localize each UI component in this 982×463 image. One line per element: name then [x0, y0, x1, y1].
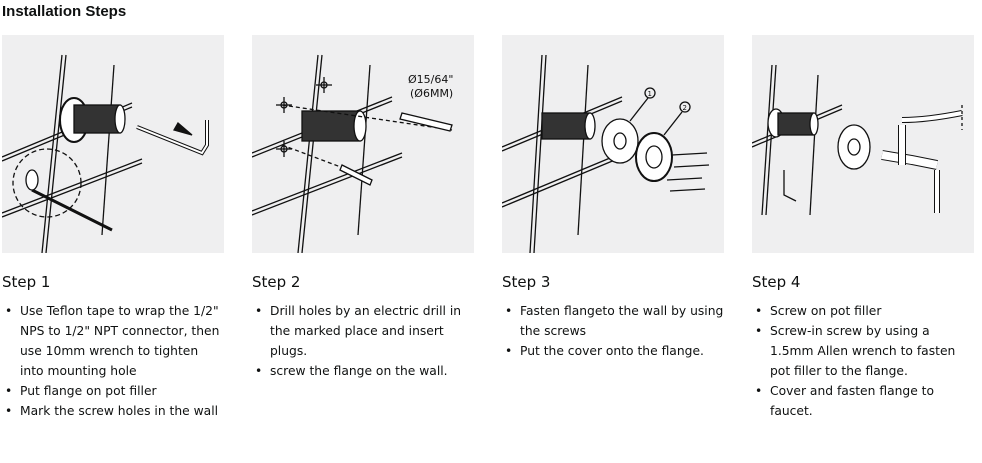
step-4-diagram	[752, 64, 963, 216]
list-item: Screw on pot filler	[755, 301, 974, 321]
step-2-diagram: Ø15/64" (Ø6MM)	[252, 54, 453, 253]
drill-size-label: Ø15/64"	[408, 73, 453, 86]
list-item: Mark the screw holes in the wall	[5, 401, 224, 421]
step-3-list: Fasten flangeto the wall by using the sc…	[502, 301, 724, 361]
step-4-title: Step 4	[752, 273, 801, 291]
step-4-list: Screw on pot filler Screw-in screw by us…	[752, 301, 974, 421]
step-3-diagram: 1 2	[502, 54, 710, 253]
list-item: Use Teflon tape to wrap the 1/2" NPS to …	[5, 301, 224, 381]
step-3-illustration: 1 2	[502, 35, 724, 253]
list-item: Put the cover onto the flange.	[505, 341, 724, 361]
step-1-column: Step 1 Use Teflon tape to wrap the 1/2" …	[2, 35, 224, 421]
list-item: Cover and fasten flange to faucet.	[755, 381, 974, 421]
step-2-illustration: Ø15/64" (Ø6MM)	[252, 35, 474, 253]
list-item: screw the flange on the wall.	[255, 361, 474, 381]
drill-size-mm-label: (Ø6MM)	[410, 87, 453, 100]
step-3-title: Step 3	[502, 273, 551, 291]
list-item: Drill holes by an electric drill in the …	[255, 301, 474, 361]
step-4-column: Step 4 Screw on pot filler Screw-in scre…	[752, 35, 974, 421]
step-4-illustration	[752, 35, 974, 253]
step-2-title: Step 2	[252, 273, 301, 291]
step-3-column: 1 2 Step 3 Fasten flangeto the wall by u…	[502, 35, 724, 361]
step-2-list: Drill holes by an electric drill in the …	[252, 301, 474, 381]
list-item: Screw-in screw by using a 1.5mm Allen wr…	[755, 321, 974, 381]
step-1-diagram	[2, 54, 209, 253]
list-item: Put flange on pot filler	[5, 381, 224, 401]
list-item: Fasten flangeto the wall by using the sc…	[505, 301, 724, 341]
step-1-title: Step 1	[2, 273, 51, 291]
callout-1-label: 1	[648, 90, 652, 98]
step-1-list: Use Teflon tape to wrap the 1/2" NPS to …	[2, 301, 224, 421]
step-1-illustration	[2, 35, 224, 253]
callout-2-label: 2	[683, 104, 687, 112]
step-2-column: Ø15/64" (Ø6MM) Step 2 Drill holes by an …	[252, 35, 474, 381]
page-title: Installation Steps	[2, 3, 127, 20]
